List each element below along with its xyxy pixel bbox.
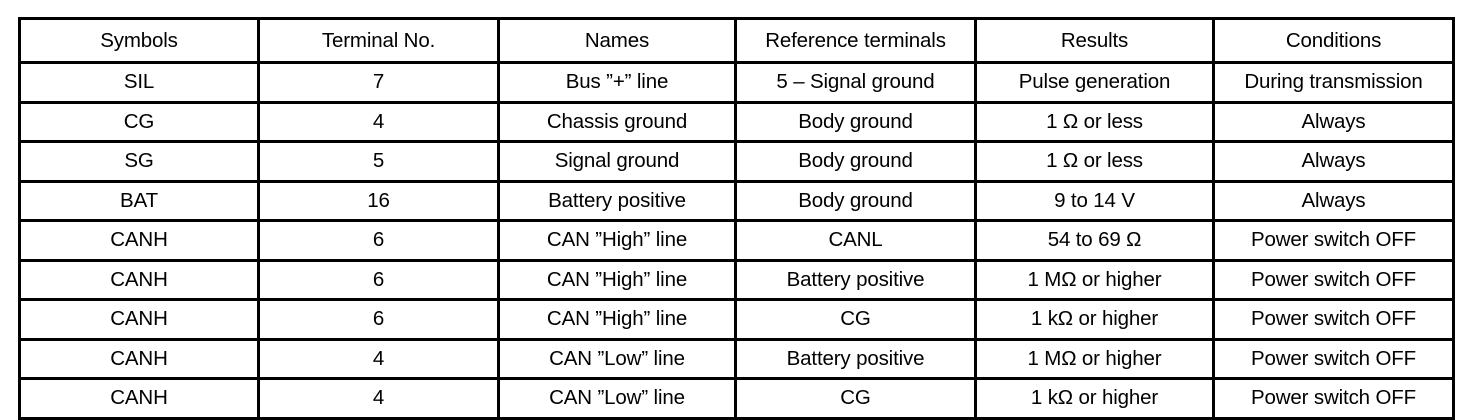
cell-reference-terminal: CG: [734, 298, 977, 341]
column-header-conditions: Conditions: [1212, 17, 1455, 64]
cell-symbol: CANH: [18, 219, 260, 262]
table-header: Symbols Terminal No. Names Reference ter…: [18, 17, 1455, 64]
cell-name: CAN ”High” line: [497, 219, 737, 262]
cell-reference-terminal: Battery positive: [734, 258, 977, 301]
cell-symbol: CANH: [18, 298, 260, 341]
cell-name: Battery positive: [497, 179, 737, 222]
cell-result: 1 MΩ or higher: [974, 258, 1215, 301]
terminal-inspection-table-container: Symbols Terminal No. Names Reference ter…: [18, 17, 1455, 420]
cell-symbol: SG: [18, 140, 260, 183]
cell-condition: Power switch OFF: [1212, 337, 1455, 380]
cell-symbol: BAT: [18, 179, 260, 222]
cell-condition: Power switch OFF: [1212, 258, 1455, 301]
column-header-symbols: Symbols: [18, 17, 260, 64]
table-row: SG 5 Signal ground Body ground 1 Ω or le…: [18, 140, 1455, 183]
column-header-reference-terminals: Reference terminals: [734, 17, 977, 64]
cell-reference-terminal: 5 – Signal ground: [734, 61, 977, 104]
cell-name: Chassis ground: [497, 100, 737, 143]
cell-condition: Always: [1212, 100, 1455, 143]
cell-reference-terminal: CANL: [734, 219, 977, 262]
cell-reference-terminal: CG: [734, 377, 977, 420]
cell-condition: Power switch OFF: [1212, 298, 1455, 341]
cell-condition: During transmission: [1212, 61, 1455, 104]
cell-symbol: CANH: [18, 377, 260, 420]
cell-symbol: CG: [18, 100, 260, 143]
cell-terminal-no: 4: [257, 337, 500, 380]
cell-reference-terminal: Body ground: [734, 179, 977, 222]
cell-terminal-no: 16: [257, 179, 500, 222]
cell-terminal-no: 7: [257, 61, 500, 104]
cell-symbol: CANH: [18, 337, 260, 380]
cell-terminal-no: 4: [257, 377, 500, 420]
cell-result: 1 MΩ or higher: [974, 337, 1215, 380]
cell-result: 9 to 14 V: [974, 179, 1215, 222]
cell-symbol: CANH: [18, 258, 260, 301]
cell-terminal-no: 6: [257, 298, 500, 341]
cell-result: 54 to 69 Ω: [974, 219, 1215, 262]
column-header-results: Results: [974, 17, 1215, 64]
cell-terminal-no: 5: [257, 140, 500, 183]
column-header-terminal-no: Terminal No.: [257, 17, 500, 64]
table-header-row: Symbols Terminal No. Names Reference ter…: [18, 17, 1455, 64]
cell-terminal-no: 6: [257, 258, 500, 301]
cell-name: CAN ”Low” line: [497, 337, 737, 380]
table-row: CANH 6 CAN ”High” line Battery positive …: [18, 258, 1455, 301]
column-header-names: Names: [497, 17, 737, 64]
table-row: CANH 4 CAN ”Low” line CG 1 kΩ or higher …: [18, 377, 1455, 420]
table-row: CANH 6 CAN ”High” line CANL 54 to 69 Ω P…: [18, 219, 1455, 262]
terminal-inspection-table: Symbols Terminal No. Names Reference ter…: [18, 17, 1455, 420]
cell-reference-terminal: Battery positive: [734, 337, 977, 380]
cell-result: 1 Ω or less: [974, 140, 1215, 183]
table-row: CANH 6 CAN ”High” line CG 1 kΩ or higher…: [18, 298, 1455, 341]
cell-reference-terminal: Body ground: [734, 100, 977, 143]
cell-reference-terminal: Body ground: [734, 140, 977, 183]
cell-name: CAN ”High” line: [497, 298, 737, 341]
cell-result: 1 kΩ or higher: [974, 298, 1215, 341]
cell-name: CAN ”Low” line: [497, 377, 737, 420]
table-row: CG 4 Chassis ground Body ground 1 Ω or l…: [18, 100, 1455, 143]
cell-name: Signal ground: [497, 140, 737, 183]
cell-terminal-no: 6: [257, 219, 500, 262]
cell-name: CAN ”High” line: [497, 258, 737, 301]
table-body: SIL 7 Bus ”+” line 5 – Signal ground Pul…: [18, 61, 1455, 420]
table-row: CANH 4 CAN ”Low” line Battery positive 1…: [18, 337, 1455, 380]
table-row: BAT 16 Battery positive Body ground 9 to…: [18, 179, 1455, 222]
cell-condition: Power switch OFF: [1212, 219, 1455, 262]
cell-condition: Always: [1212, 140, 1455, 183]
table-row: SIL 7 Bus ”+” line 5 – Signal ground Pul…: [18, 61, 1455, 104]
cell-result: Pulse generation: [974, 61, 1215, 104]
cell-symbol: SIL: [18, 61, 260, 104]
cell-name: Bus ”+” line: [497, 61, 737, 104]
cell-result: 1 Ω or less: [974, 100, 1215, 143]
cell-terminal-no: 4: [257, 100, 500, 143]
cell-condition: Power switch OFF: [1212, 377, 1455, 420]
cell-result: 1 kΩ or higher: [974, 377, 1215, 420]
cell-condition: Always: [1212, 179, 1455, 222]
